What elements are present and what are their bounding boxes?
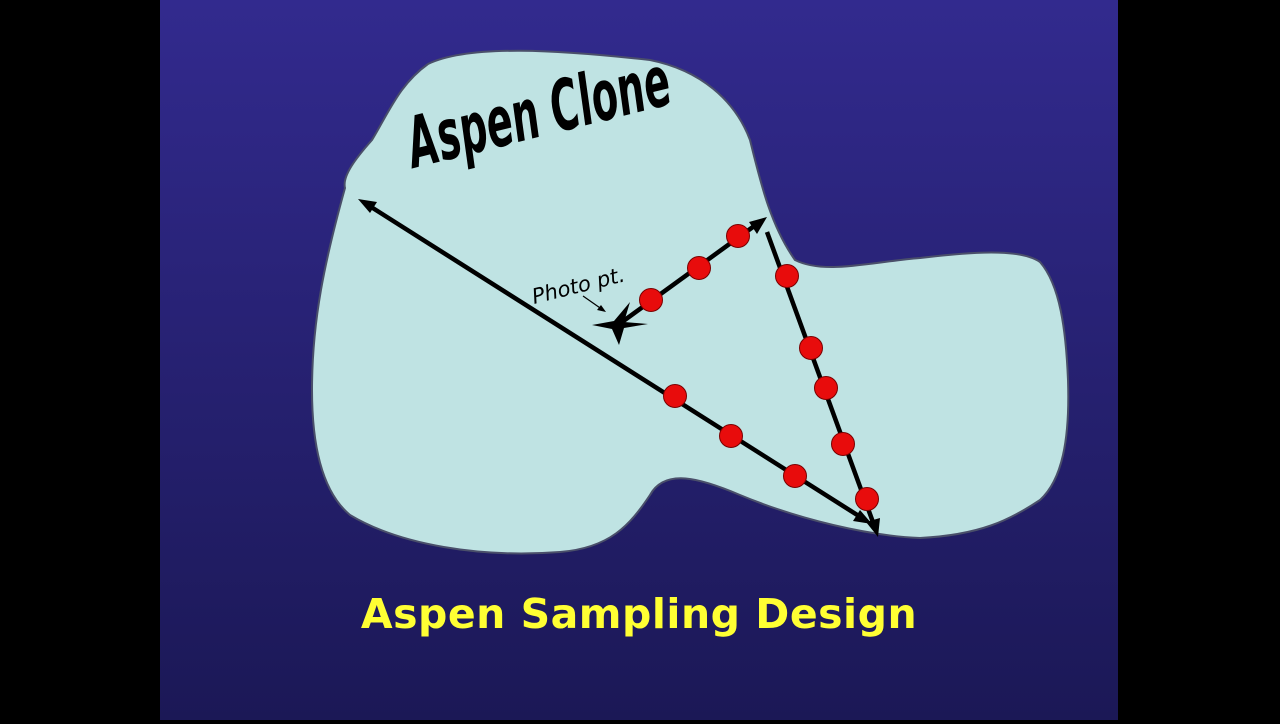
sample-point — [855, 487, 879, 511]
slide-title: Aspen Sampling Design — [360, 590, 918, 638]
sample-point — [831, 432, 855, 456]
pointer-arrowhead-icon — [597, 305, 606, 312]
arrowhead-icon — [866, 518, 880, 537]
sample-point — [799, 336, 823, 360]
sample-point — [639, 288, 663, 312]
aspen-clone-outline — [310, 49, 1070, 555]
transect-line-long — [366, 203, 864, 520]
sample-point — [726, 224, 750, 248]
arrowhead-icon — [749, 217, 767, 234]
sample-point — [719, 424, 743, 448]
four-point-star-icon — [592, 302, 648, 345]
sample-point — [783, 464, 807, 488]
arrowhead-icon — [853, 510, 872, 524]
sample-point — [663, 384, 687, 408]
sample-point — [814, 376, 838, 400]
sample-point — [775, 264, 799, 288]
arrowhead-icon — [358, 199, 377, 213]
sample-points — [639, 224, 879, 511]
sample-point — [687, 256, 711, 280]
